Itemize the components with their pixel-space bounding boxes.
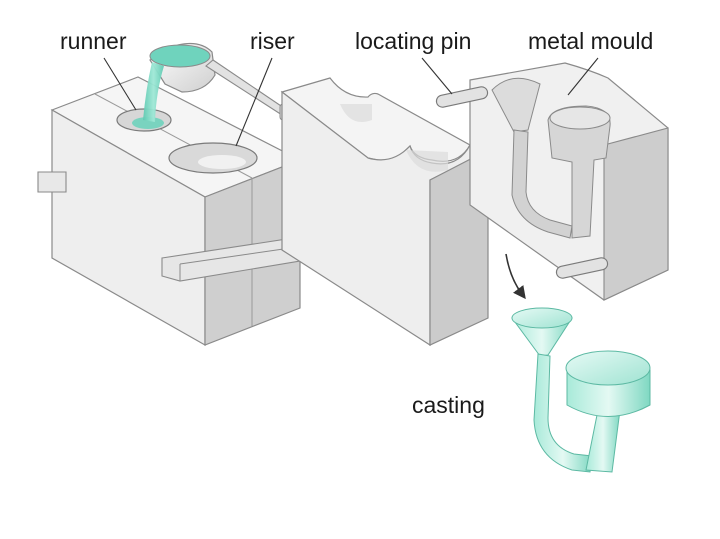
leader-lines [103, 57, 599, 147]
assembled-mould [37, 76, 319, 347]
leader-locating-pin [421, 57, 453, 95]
label-riser: riser [250, 28, 295, 54]
metal-mould-side [603, 127, 669, 301]
metal-mould-half [469, 62, 669, 301]
result-arrow [505, 253, 526, 300]
mould-half-left [280, 77, 489, 347]
locating-pin-lower [555, 257, 609, 279]
leader-riser [235, 57, 273, 147]
casting-part [511, 307, 651, 473]
leader-metal-mould [567, 57, 599, 96]
molten-metal-stream [143, 62, 164, 122]
label-metal-mould: metal mould [528, 28, 654, 54]
label-casting: casting [412, 392, 485, 418]
leader-runner [103, 57, 137, 111]
clamp-tab-left [37, 171, 67, 193]
label-locating-pin: locating pin [355, 28, 472, 54]
label-runner: runner [60, 28, 127, 54]
ladle [149, 42, 295, 121]
locating-pin-upper [435, 86, 489, 108]
